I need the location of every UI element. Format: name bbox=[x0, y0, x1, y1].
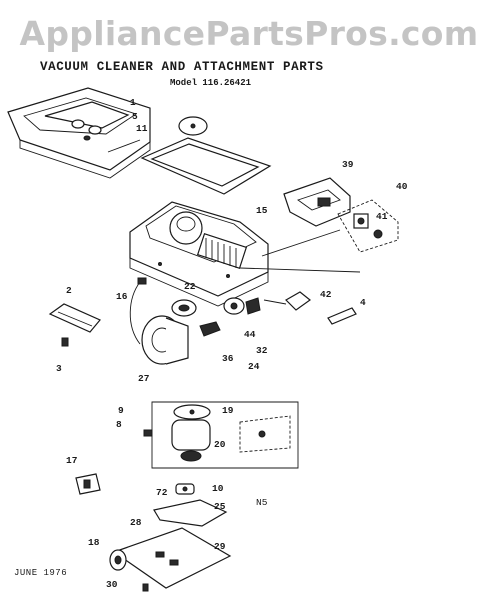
callout-17: 17 bbox=[66, 455, 78, 466]
part-gasket bbox=[140, 137, 272, 195]
callout-11: 11 bbox=[136, 123, 148, 134]
callout-22: 22 bbox=[184, 281, 196, 292]
part-44-32 bbox=[245, 297, 261, 315]
callout-25: 25 bbox=[214, 501, 226, 512]
callout-29: 29 bbox=[214, 541, 226, 552]
note-label: N5 bbox=[256, 497, 268, 508]
part-27-fan bbox=[141, 315, 189, 365]
part-24 bbox=[223, 297, 245, 315]
callout-18: 18 bbox=[88, 537, 100, 548]
callout-24: 24 bbox=[248, 361, 260, 372]
part-3-screw bbox=[61, 337, 69, 347]
callout-44: 44 bbox=[244, 329, 256, 340]
part-29-base bbox=[112, 527, 232, 589]
callout-42: 42 bbox=[320, 289, 332, 300]
callout-5: 5 bbox=[132, 111, 138, 122]
part-39 bbox=[283, 177, 351, 227]
callout-28: 28 bbox=[130, 517, 142, 528]
part-cover bbox=[7, 87, 151, 179]
part-10-72 bbox=[175, 483, 195, 495]
part-2-clip bbox=[48, 303, 101, 333]
callout-19: 19 bbox=[222, 405, 234, 416]
part-17 bbox=[75, 473, 101, 495]
callout-3: 3 bbox=[56, 363, 62, 374]
part-8-screw bbox=[143, 429, 153, 437]
watermark: AppliancePartsPros.com bbox=[19, 14, 479, 53]
part-30-screw bbox=[142, 583, 149, 592]
callout-1: 1 bbox=[130, 97, 136, 108]
callout-2: 2 bbox=[66, 285, 72, 296]
callout-10: 10 bbox=[212, 483, 224, 494]
part-filter-disc bbox=[178, 116, 208, 136]
callout-20: 20 bbox=[214, 439, 226, 450]
callout-9: 9 bbox=[118, 405, 124, 416]
part-18-wheel bbox=[109, 549, 127, 571]
part-16-cord bbox=[129, 277, 147, 345]
part-housing bbox=[129, 201, 269, 307]
callout-16: 16 bbox=[116, 291, 128, 302]
part-25-plate bbox=[153, 499, 228, 527]
diagram-title: VACUUM CLEANER AND ATTACHMENT PARTS bbox=[40, 60, 324, 74]
part-4-pin bbox=[327, 307, 357, 325]
callout-36: 36 bbox=[222, 353, 234, 364]
callout-39: 39 bbox=[342, 159, 354, 170]
callout-40: 40 bbox=[396, 181, 408, 192]
revision-date: JUNE 1976 bbox=[14, 568, 68, 578]
part-motor-assembly bbox=[151, 401, 299, 469]
callout-27: 27 bbox=[138, 373, 150, 384]
callout-72: 72 bbox=[156, 487, 168, 498]
part-22-ring bbox=[171, 299, 197, 317]
callout-4: 4 bbox=[360, 297, 366, 308]
callout-30: 30 bbox=[106, 579, 118, 590]
callout-41: 41 bbox=[376, 211, 388, 222]
callout-15: 15 bbox=[256, 205, 268, 216]
model-number: Model 116.26421 bbox=[170, 78, 252, 88]
part-42-plug bbox=[263, 291, 311, 311]
callout-32: 32 bbox=[256, 345, 268, 356]
part-40-bracket bbox=[337, 199, 399, 253]
part-36 bbox=[199, 321, 221, 337]
callout-8: 8 bbox=[116, 419, 122, 430]
